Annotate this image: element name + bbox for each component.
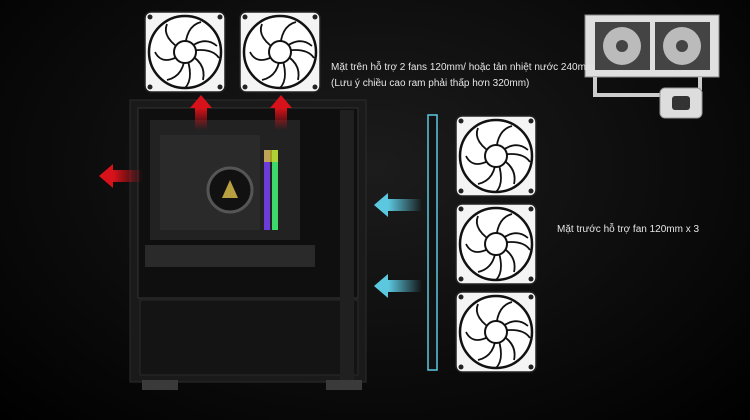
intake-arrow-2 bbox=[374, 274, 388, 298]
top-support-note: Mặt trên hỗ trợ 2 fans 120mm/ hoặc tản n… bbox=[331, 60, 594, 92]
intake-arrow-1 bbox=[374, 193, 388, 217]
top-fan-2 bbox=[238, 10, 322, 94]
front-fan-3 bbox=[454, 290, 538, 374]
top-support-line1: Mặt trên hỗ trợ 2 fans 120mm/ hoặc tản n… bbox=[331, 62, 595, 73]
pc-case bbox=[129, 99, 367, 390]
exhaust-arrow-top-1 bbox=[190, 95, 212, 108]
top-fan-1 bbox=[143, 10, 227, 94]
top-support-line2: (Lưu ý chiều cao ram phải thấp hơn 320mm… bbox=[331, 78, 530, 89]
radiator-240mm-icon bbox=[584, 14, 720, 119]
exhaust-arrow-rear bbox=[99, 164, 113, 188]
exhaust-arrow-top-2 bbox=[270, 95, 292, 108]
front-fan-2 bbox=[454, 202, 538, 286]
front-panel bbox=[427, 114, 438, 371]
front-support-note: Mặt trước hỗ trợ fan 120mm x 3 bbox=[557, 224, 700, 235]
front-fan-1 bbox=[454, 114, 538, 198]
